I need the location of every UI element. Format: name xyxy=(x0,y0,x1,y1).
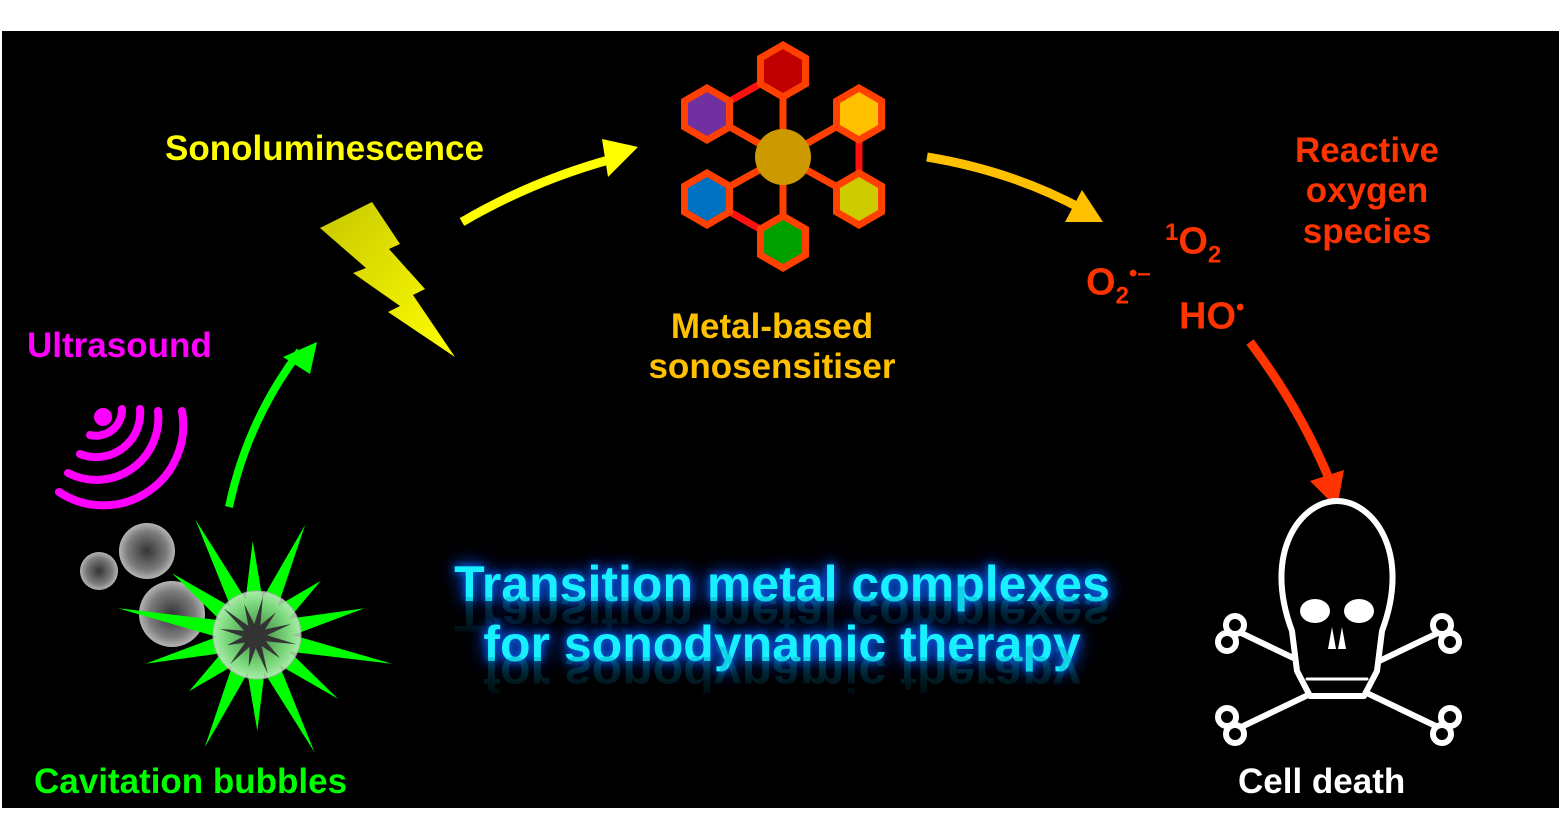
arrow-sono-to-sensitiser xyxy=(459,154,614,226)
ultrasound-label: Ultrasound xyxy=(27,326,212,365)
ros-label-line3: species xyxy=(1302,211,1432,251)
cavitation-bubbles-icon xyxy=(80,519,393,753)
metal-label-line1: Metal-based xyxy=(670,307,874,346)
superoxide: O2•– xyxy=(1086,262,1151,308)
arrow-ros-to-death xyxy=(1246,339,1337,488)
ros-label-line1: Reactive xyxy=(1295,131,1439,170)
arrow-head-amber xyxy=(1065,190,1103,222)
singlet-oxygen-sup: 1 xyxy=(1165,219,1179,246)
arrow-head-green xyxy=(283,342,317,374)
title-line2: for sonodynamic therapy xyxy=(483,616,1081,672)
title-line1: Transition metal complexes xyxy=(454,556,1110,612)
cavitation-bubbles-label: Cavitation bubbles xyxy=(34,762,348,801)
hydroxyl-radical: HO• xyxy=(1179,296,1244,336)
diagram-panel: Sonoluminescence Ultrasound Cavitation b… xyxy=(2,31,1559,808)
title-line2-wrap: for sonodynamic therapy for sonodynamic … xyxy=(422,614,1142,702)
arrow-sensitiser-to-ros xyxy=(926,152,1085,213)
singlet-oxygen-sub: 2 xyxy=(1207,241,1222,269)
singlet-oxygen: 1O2 xyxy=(1165,221,1221,267)
hex-purple-ligand xyxy=(681,83,733,145)
metal-sensitiser-label: Metal-based sonosensitiser xyxy=(622,307,922,388)
ultrasound-icon xyxy=(55,405,188,510)
cell-death-label: Cell death xyxy=(1238,762,1406,801)
title-line1-wrap: Transition metal complexes Transition me… xyxy=(422,554,1142,642)
hex-blue-ligand xyxy=(681,168,733,230)
metal-center xyxy=(755,129,811,185)
hydroxyl-sup: • xyxy=(1236,294,1245,321)
hex-red-ligand xyxy=(757,40,809,102)
singlet-oxygen-base: O xyxy=(1178,220,1208,263)
metal-complex-icon xyxy=(681,40,885,273)
arrow-bubbles-to-sono xyxy=(225,348,304,508)
skull-crossbones-icon xyxy=(1215,498,1462,746)
sonoluminescence-label: Sonoluminescence xyxy=(165,129,484,168)
superoxide-sub: 2 xyxy=(1115,282,1129,310)
hex-amber-ligand xyxy=(833,83,885,145)
superoxide-sup: •– xyxy=(1128,260,1151,287)
ros-label-line2: oxygen xyxy=(1305,171,1429,211)
superoxide-base: O xyxy=(1086,261,1116,304)
diagram-graphics xyxy=(55,40,1462,753)
hex-green-ligand xyxy=(757,211,809,273)
arrow-head-yellow xyxy=(602,139,638,177)
lightning-bolt-icon xyxy=(320,202,455,357)
hydroxyl-base: HO xyxy=(1179,295,1236,338)
ros-label: Reactive oxygen species xyxy=(1272,131,1462,252)
metal-label-line2: sonosensitiser xyxy=(648,347,896,387)
hex-olive-ligand xyxy=(833,168,885,230)
diagram-title: Transition metal complexes Transition me… xyxy=(422,554,1142,702)
